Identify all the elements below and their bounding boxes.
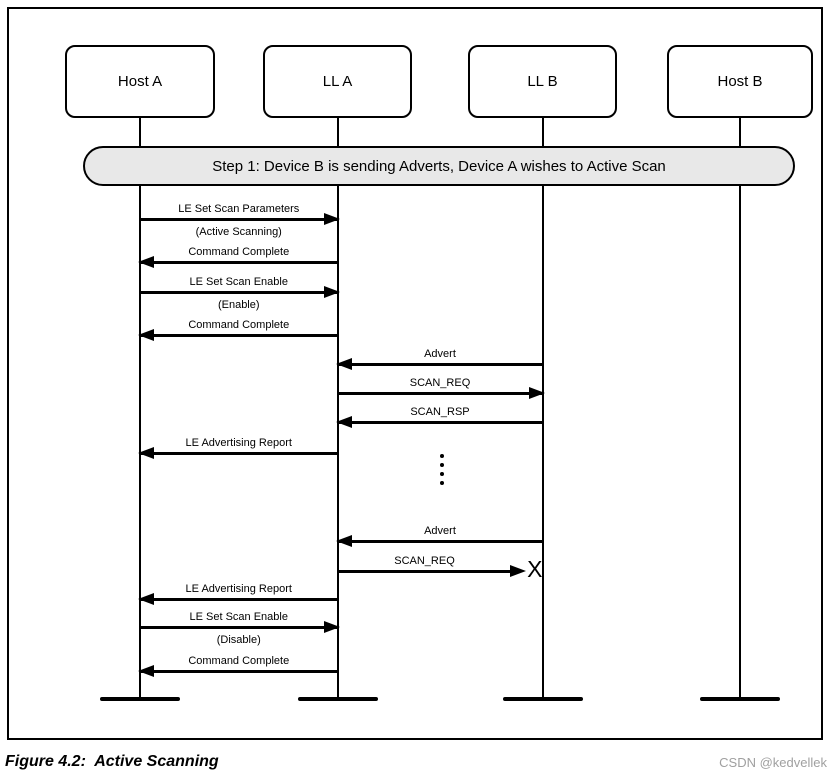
message-sublabel: (Enable) (217, 299, 260, 311)
message-le-advertising-report: LE Advertising Report (138, 436, 338, 459)
message-arrow-line (335, 416, 543, 428)
participant-box-ll-a: LL A (263, 45, 412, 118)
message-scan-rsp: SCAN_RSP (335, 405, 543, 428)
ellipsis-dot (440, 454, 444, 458)
message-label: LE Set Scan Parameters (178, 203, 300, 215)
message-label: Advert (424, 348, 456, 360)
message-arrow-line (140, 621, 340, 633)
message-arrow-line (140, 286, 340, 298)
message-arrow-line (138, 329, 338, 341)
arrowhead-right-icon (528, 387, 545, 399)
message-arrow-line (335, 535, 543, 547)
message-arrow-line (138, 665, 338, 677)
arrowhead-right-icon (509, 565, 526, 577)
arrowhead-left-icon (335, 358, 352, 370)
continuation-ellipsis (440, 454, 444, 485)
message-arrow-line: X (337, 558, 543, 581)
step-banner-label: Step 1: Device B is sending Adverts, Dev… (212, 157, 666, 175)
arrowhead-left-icon (335, 535, 352, 547)
diagram-border (7, 7, 823, 740)
arrowhead-left-icon (335, 416, 352, 428)
message-arrow-line (337, 387, 545, 399)
lifeline-terminator-ll-b (502, 697, 583, 701)
ellipsis-dot (440, 472, 444, 476)
message-label: LE Set Scan Enable (189, 611, 288, 623)
arrowhead-left-icon (138, 447, 154, 459)
arrowhead-right-icon (323, 286, 340, 298)
message-arrow-line (140, 213, 340, 225)
arrowhead-right-icon (323, 213, 340, 225)
message-label: SCAN_REQ (409, 377, 471, 389)
message-label: LE Advertising Report (185, 437, 292, 449)
ellipsis-dot (440, 481, 444, 485)
lifeline-ll-a (336, 118, 339, 700)
message-label: SCAN_REQ (394, 555, 455, 567)
message-le-set-scan-enable: LE Set Scan Enable (Enable) (140, 275, 340, 312)
message-label: Command Complete (188, 246, 290, 258)
message-advert: Advert (335, 347, 543, 370)
message-scan-req: SCAN_REQ X (337, 554, 543, 581)
participant-box-host-a: Host A (65, 45, 215, 118)
message-sublabel: (Active Scanning) (195, 226, 282, 238)
message-command-complete: Command Complete (138, 245, 338, 268)
ellipsis-dot (440, 463, 444, 467)
message-arrow-line (138, 256, 338, 268)
message-label: Command Complete (188, 319, 290, 331)
lifeline-terminator-host-a (100, 697, 180, 701)
message-label: LE Set Scan Enable (189, 276, 288, 288)
participant-box-host-b: Host B (667, 45, 813, 118)
message-label: SCAN_RSP (410, 406, 470, 418)
participant-label-host-a: Host A (117, 73, 163, 90)
message-arrow-line (335, 358, 543, 370)
arrowhead-left-icon (138, 665, 154, 677)
message-arrow-line (138, 447, 338, 459)
message-label: Advert (424, 525, 456, 537)
message-label: LE Advertising Report (185, 583, 292, 595)
message-sublabel: (Disable) (216, 634, 261, 646)
watermark-text: CSDN @kedvellek (719, 755, 827, 770)
lifeline-terminator-host-b (700, 697, 780, 701)
message-label: Command Complete (188, 655, 290, 667)
arrowhead-left-icon (138, 593, 154, 605)
step-banner: Step 1: Device B is sending Adverts, Dev… (83, 146, 795, 186)
message-command-complete: Command Complete (138, 318, 338, 341)
message-advert: Advert (335, 524, 543, 547)
message-arrow-line (138, 593, 338, 605)
arrowhead-left-icon (138, 329, 154, 341)
message-le-set-scan-parameters: LE Set Scan Parameters (Active Scanning) (140, 202, 340, 239)
fail-marker-x: X (527, 556, 543, 582)
message-le-set-scan-enable: LE Set Scan Enable (Disable) (140, 610, 340, 647)
lifeline-host-a (139, 118, 141, 700)
lifeline-ll-b (541, 118, 544, 700)
arrowhead-right-icon (323, 621, 340, 633)
participant-box-ll-b: LL B (468, 45, 617, 118)
lifeline-host-b (739, 118, 741, 700)
participant-label-ll-a: LL A (322, 73, 353, 90)
arrowhead-left-icon (138, 256, 154, 268)
message-scan-req: SCAN_REQ (337, 376, 545, 399)
message-command-complete: Command Complete (138, 654, 338, 677)
figure-caption: Figure 4.2: Active Scanning (5, 753, 219, 770)
participant-label-host-b: Host B (717, 73, 763, 90)
message-le-advertising-report: LE Advertising Report (138, 582, 338, 605)
participant-label-ll-b: LL B (527, 73, 558, 90)
lifeline-terminator-ll-a (297, 697, 378, 701)
